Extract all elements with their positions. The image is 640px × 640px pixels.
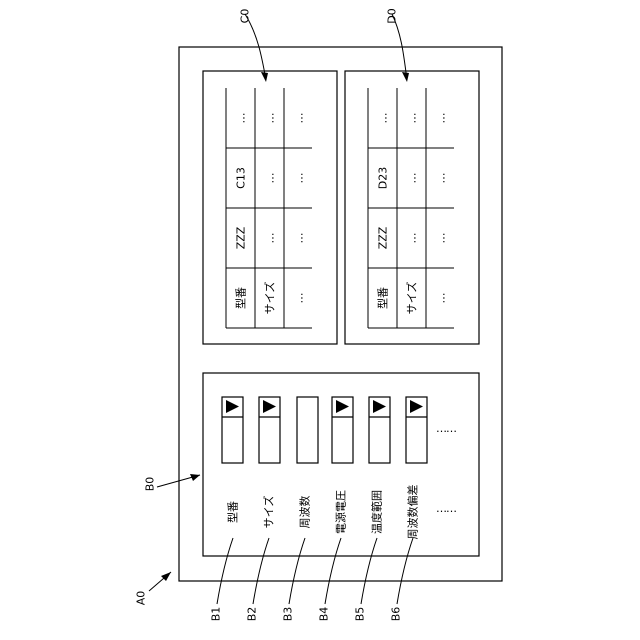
dropdown-b3[interactable] — [297, 397, 318, 463]
table-cell: … — [435, 233, 446, 244]
label-c0: C0 — [240, 9, 251, 24]
label-b1: B1 — [211, 607, 222, 622]
table-cell: … — [293, 293, 304, 304]
label-b0: B0 — [145, 477, 156, 492]
table-cell: ZZZ — [377, 227, 388, 250]
table-cell: … — [435, 113, 446, 124]
table-cell: … — [235, 113, 246, 124]
item-text-voltage: 電源電圧 — [336, 490, 347, 534]
table-cell: … — [435, 173, 446, 184]
table-cell: … — [264, 113, 275, 124]
item-text-frequency: 周波数 — [300, 496, 311, 529]
table-cell: … — [264, 233, 275, 244]
label-b5: B5 — [355, 607, 366, 622]
table-cell: 型番 — [235, 287, 246, 309]
label-b4: B4 — [319, 607, 330, 622]
controls-group — [222, 397, 427, 463]
item-text-deviation: 周波数偏差 — [408, 485, 419, 540]
table-cell: サイズ — [264, 282, 275, 315]
label-a0: A0 — [136, 591, 147, 606]
label-d0: D0 — [387, 8, 398, 23]
table-cell: … — [406, 113, 417, 124]
label-b2: B2 — [247, 607, 258, 622]
table-cell: 型番 — [377, 287, 388, 309]
item-text-size: サイズ — [264, 496, 275, 529]
ellipsis-items: …… — [436, 503, 456, 514]
table-cell: … — [377, 113, 388, 124]
table-cell: … — [406, 173, 417, 184]
table-cell: … — [435, 293, 446, 304]
table-cell: … — [293, 113, 304, 124]
label-b3: B3 — [283, 607, 294, 622]
play-arrow-icon[interactable] — [263, 400, 276, 413]
ellipsis-controls: …… — [436, 423, 456, 434]
table-cell: サイズ — [406, 282, 417, 315]
play-arrow-icon[interactable] — [373, 400, 386, 413]
table-cell: … — [293, 173, 304, 184]
table-cell: ZZZ — [235, 227, 246, 250]
item-text-temperature: 温度範囲 — [372, 490, 383, 534]
table-cell: … — [406, 233, 417, 244]
table-cell: D23 — [377, 167, 388, 189]
play-arrow-icon[interactable] — [410, 400, 423, 413]
play-arrow-icon[interactable] — [336, 400, 349, 413]
table-cell: … — [293, 233, 304, 244]
table-cell: … — [264, 173, 275, 184]
item-text-model: 型番 — [228, 501, 239, 523]
play-arrow-icon[interactable] — [226, 400, 239, 413]
label-b6: B6 — [391, 607, 402, 622]
table-cell: C13 — [235, 167, 246, 189]
